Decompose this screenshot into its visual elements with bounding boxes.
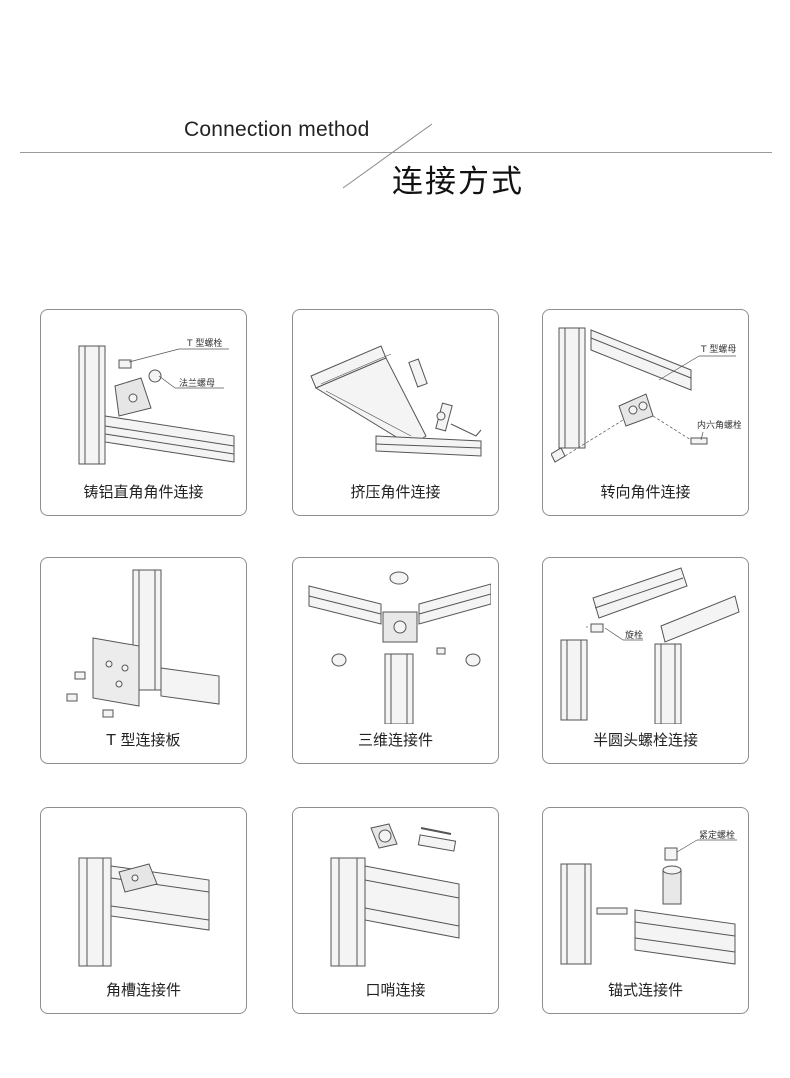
t-plate-illustration [66, 569, 220, 718]
callout-t-bolt: T 型螺栓 [186, 337, 222, 349]
header-divider [20, 152, 772, 153]
extruded-corner-illustration [310, 345, 482, 457]
callout-hex-bolt: 内六角螺栓 [697, 419, 741, 431]
card-label: 半圆头螺栓连接 [592, 731, 698, 749]
callout-set-screw: 紧定螺栓 [699, 829, 735, 841]
callout-flange-nut: 法兰螺母 [179, 377, 215, 389]
card-label: 三维连接件 [357, 731, 433, 749]
callout-t-nut: T 型螺母 [700, 344, 736, 355]
whistle-connector-illustration [330, 823, 460, 967]
card-label: 口哨连接 [365, 981, 426, 999]
connection-card-swivel-corner: T 型螺母 内六角螺栓 转向角件连接 [542, 309, 749, 516]
card-label: 角槽连接件 [105, 981, 181, 999]
cast-corner-bracket-illustration: T 型螺栓 法兰螺母 [78, 337, 235, 465]
callout-swivel-bolt: 旋栓 [625, 629, 643, 641]
connection-card-cast-aluminum-corner: T 型螺栓 法兰螺母 铸铝直角角件连接 [40, 309, 247, 516]
round-head-bolt-illustration: 旋栓 [560, 567, 740, 724]
corner-slot-illustration [78, 857, 210, 967]
title-chinese: 连接方式 [392, 164, 524, 200]
connection-card-anchor: 紧定螺栓 锚式连接件 [542, 807, 749, 1014]
3d-connector-illustration [308, 571, 491, 724]
title-english: Connection method [184, 118, 370, 141]
connection-card-corner-slot: 角槽连接件 [40, 807, 247, 1014]
swivel-corner-illustration: T 型螺母 内六角螺栓 [551, 327, 741, 463]
connection-card-3d-connector: 三维连接件 [292, 557, 499, 764]
page-header: Connection method 连接方式 [0, 0, 790, 260]
card-label: 铸铝直角角件连接 [83, 483, 204, 501]
card-label: 挤压角件连接 [350, 483, 441, 501]
header-slash-decoration [342, 123, 433, 189]
connection-card-t-plate: T 型连接板 [40, 557, 247, 764]
card-label: 转向角件连接 [600, 483, 691, 501]
connection-card-whistle: 口哨连接 [292, 807, 499, 1014]
connection-card-extruded-corner: 挤压角件连接 [292, 309, 499, 516]
card-label: T 型连接板 [106, 731, 181, 749]
connection-card-round-head-bolt: 旋栓 半圆头螺栓连接 [542, 557, 749, 764]
anchor-connector-illustration: 紧定螺栓 [560, 829, 737, 965]
card-label: 锚式连接件 [607, 981, 683, 999]
